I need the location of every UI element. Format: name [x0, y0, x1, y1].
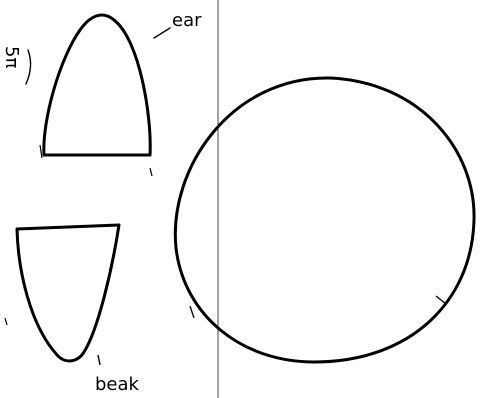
ear-shape	[44, 15, 150, 155]
stray-mark	[5, 318, 7, 325]
page-mark: 5π	[1, 46, 22, 68]
ear-label-leader	[154, 28, 170, 38]
beak-label: beak	[95, 374, 140, 395]
beak-shape	[17, 225, 119, 361]
ear-label: ear	[172, 10, 202, 31]
page-mark-bracket	[26, 50, 31, 84]
head-circle	[175, 78, 474, 362]
ear-cut-tick-right	[150, 168, 152, 176]
ear-cut-tick	[40, 145, 42, 158]
beak-label-leader	[98, 355, 100, 365]
circle-cut-tick	[190, 306, 194, 318]
circle-cut-tick-right	[436, 296, 446, 304]
